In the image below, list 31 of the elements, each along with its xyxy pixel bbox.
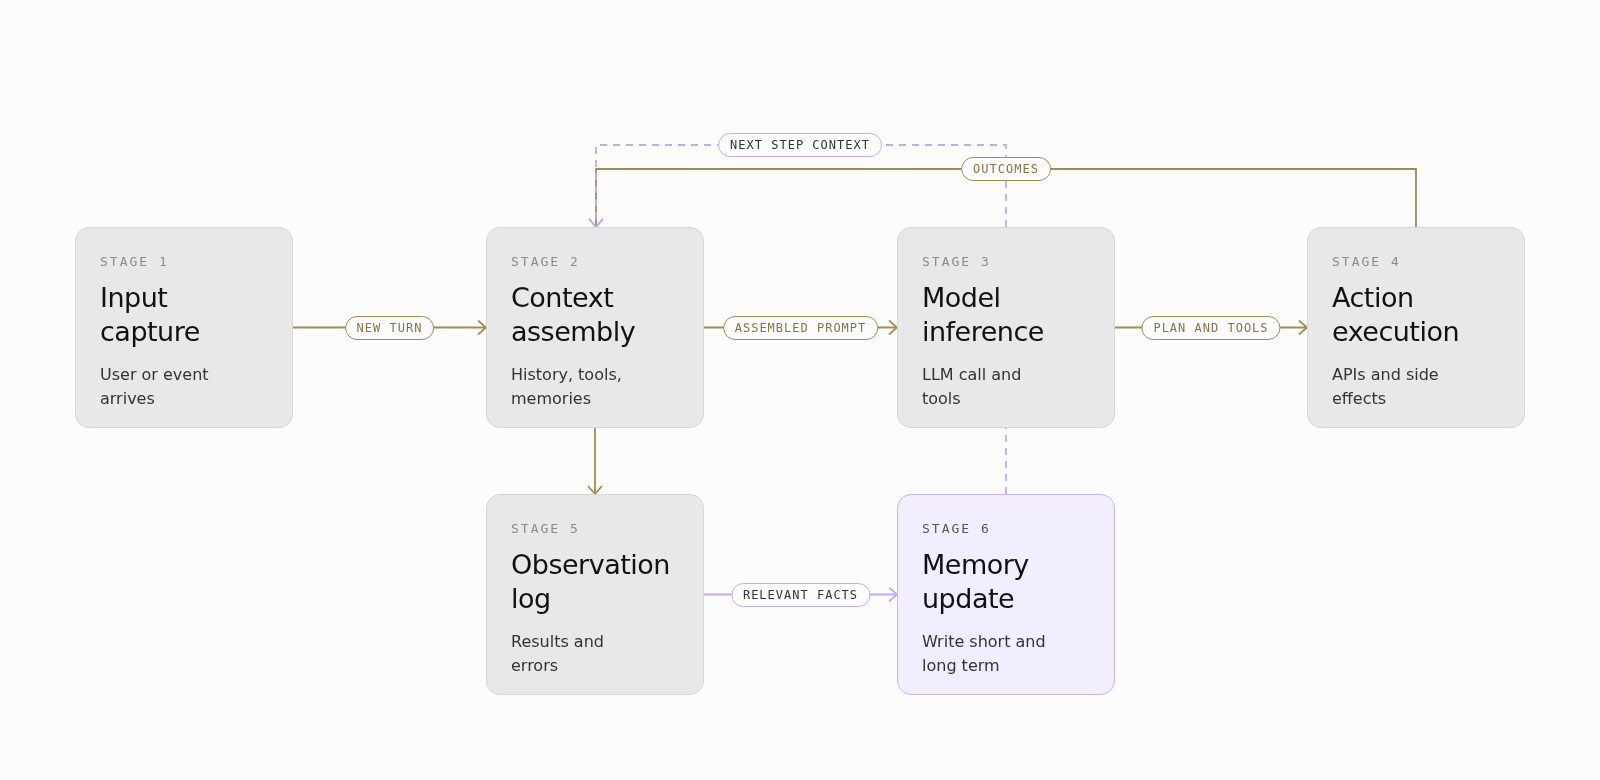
edge-label: NEXT STEP CONTEXT (718, 133, 882, 157)
stage-card (897, 494, 1115, 695)
stage-title: Model inference (922, 281, 1045, 349)
stage-title: Action execution (1332, 281, 1461, 349)
arrow (587, 427, 603, 495)
stage-number: STAGE 3 (922, 254, 992, 269)
stage-description: APIs and side effects (1332, 364, 1440, 410)
stage-description: Results and errors (511, 631, 605, 677)
stage-number: STAGE 5 (511, 521, 581, 536)
stage-description: History, tools, memories (511, 364, 623, 410)
stage-number: STAGE 4 (1332, 254, 1402, 269)
edge-label: PLAN AND TOOLS (1141, 315, 1281, 340)
stage-number: STAGE 1 (100, 254, 170, 269)
stage-title: Context assembly (511, 281, 637, 349)
edge-label: NEW TURN (344, 315, 435, 340)
stage-title: Memory update (922, 548, 1030, 616)
stage-title: Observation log (511, 548, 671, 616)
stage-number: STAGE 2 (511, 254, 581, 269)
stage-description: User or event arrives (100, 364, 210, 410)
edge-label: ASSEMBLED PROMPT (722, 315, 879, 340)
stage-card (486, 227, 704, 428)
stage-card (897, 227, 1115, 428)
stage-card (1307, 227, 1525, 428)
edge-label: RELEVANT FACTS (730, 582, 871, 607)
stage-title: Input capture (100, 281, 201, 349)
stage-description: LLM call and tools (922, 364, 1023, 410)
edge-label: OUTCOMES (961, 157, 1051, 181)
stage-card (75, 227, 293, 428)
stage-card (486, 494, 704, 695)
stage-number: STAGE 6 (922, 521, 992, 536)
stage-description: Write short and long term (922, 631, 1047, 677)
